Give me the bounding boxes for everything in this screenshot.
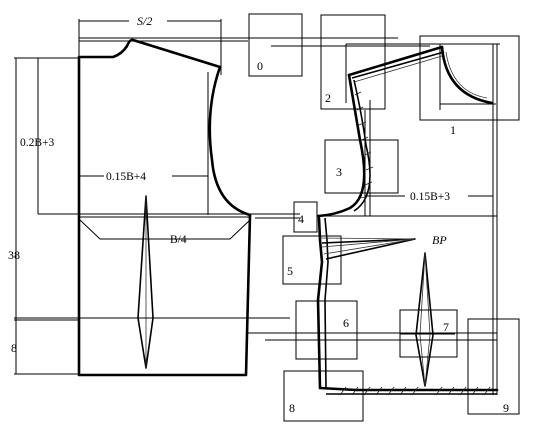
box-label-9: 9: [503, 401, 509, 415]
label-hem: 8: [11, 341, 17, 355]
box-label-5: 5: [287, 264, 293, 278]
box-label-8: 8: [289, 401, 295, 415]
box-label-4: 4: [298, 212, 304, 226]
front-bodice: [247, 43, 500, 396]
detail-box-8: [283, 370, 364, 422]
label-length: 38: [8, 248, 20, 262]
detail-boxes: [248, 13, 520, 422]
detail-box-1: [419, 35, 520, 121]
back-bodice: [14, 19, 398, 377]
box-label-7: 7: [443, 320, 449, 334]
label-chest-right: 0.15B+3: [410, 191, 450, 203]
label-upper: 0.2B+3: [20, 137, 55, 149]
label-chest-left: 0.15B+4: [106, 171, 146, 183]
box-label-1: 1: [450, 123, 456, 137]
detail-box-5: [282, 235, 342, 285]
box-label-0: 0: [257, 59, 263, 73]
detail-box-9: [467, 318, 520, 415]
labels: S/2 0.2B+3 0.15B+4 B/4 0.15B+3 38 8 BP 0…: [8, 14, 509, 415]
detail-box-2: [320, 14, 386, 110]
detail-box-7: [399, 309, 458, 358]
detail-box-3: [324, 139, 399, 194]
detail-box-0: [248, 13, 303, 77]
detail-box-6: [295, 300, 358, 360]
label-shoulder: S/2: [137, 14, 152, 28]
box-label-2: 2: [325, 91, 331, 105]
box-label-6: 6: [343, 316, 349, 330]
detail-box-4: [293, 201, 318, 233]
label-bust-quarter: B/4: [170, 234, 187, 246]
box-label-3: 3: [336, 165, 342, 179]
label-bp: BP: [432, 233, 447, 247]
